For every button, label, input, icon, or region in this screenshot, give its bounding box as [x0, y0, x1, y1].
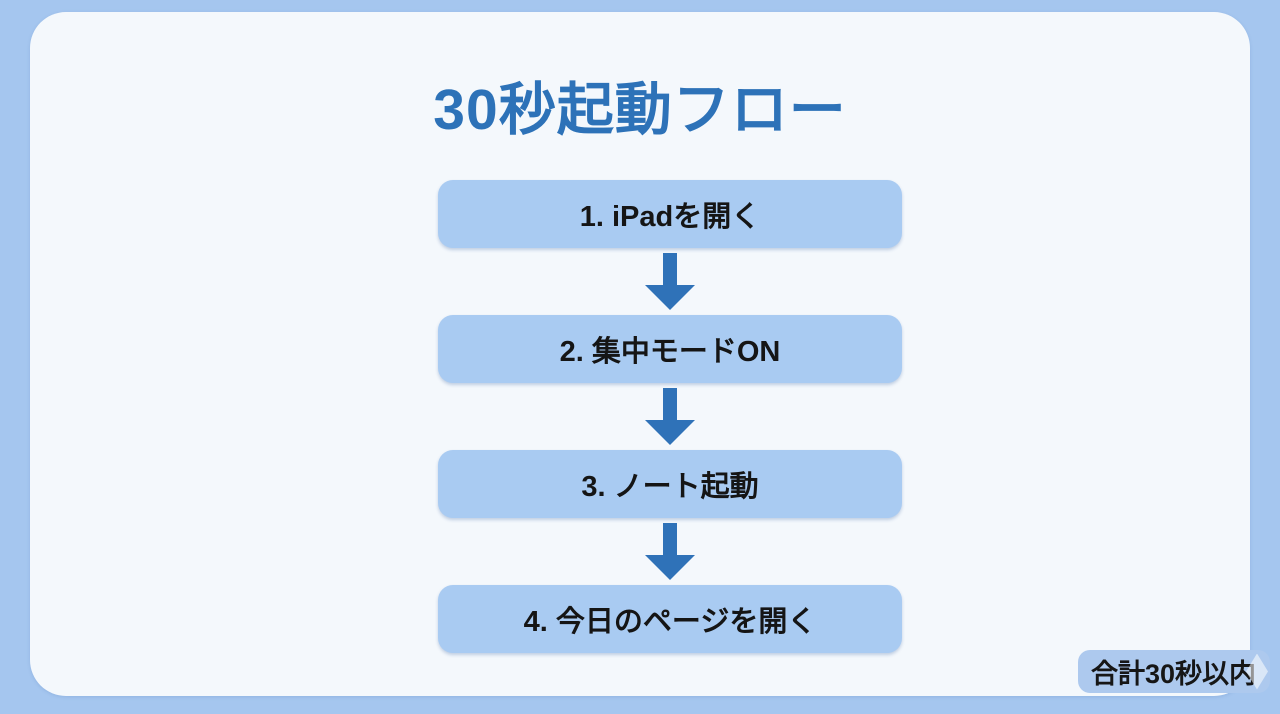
flow-step-2-label: 2. 集中モードON [559, 336, 781, 368]
arrow-head [645, 285, 695, 310]
flow-step-3: 3. ノート起動 [438, 450, 902, 518]
flow-step-4-label: 4. 今日のページを開く [523, 606, 817, 638]
flow-step-3-label: 3. ノート起動 [581, 471, 759, 503]
flow-card: 30秒起動フロー 1. iPadを開く 2. 集中モードON 3. ノート起動 … [30, 12, 1270, 696]
arrow-down-icon [645, 388, 695, 445]
arrow-stem [663, 388, 677, 420]
flow-step-1: 1. iPadを開く [438, 180, 902, 248]
arrow-head [645, 555, 695, 580]
arrow-stem [663, 523, 677, 555]
total-time-badge: 合計30秒以内 [1078, 650, 1270, 693]
arrow-down-icon [645, 523, 695, 580]
arrow-stem [663, 253, 677, 285]
arrow-head [645, 420, 695, 445]
arrow-down-icon [645, 253, 695, 310]
diamond-watermark-icon [1246, 653, 1268, 690]
flow-step-4: 4. 今日のページを開く [438, 585, 902, 653]
flow-step-1-label: 1. iPadを開く [579, 201, 761, 233]
page-title: 30秒起動フロー [433, 78, 847, 142]
total-time-badge-label: 合計30秒以内 [1091, 659, 1257, 689]
flow-step-2: 2. 集中モードON [438, 315, 902, 383]
